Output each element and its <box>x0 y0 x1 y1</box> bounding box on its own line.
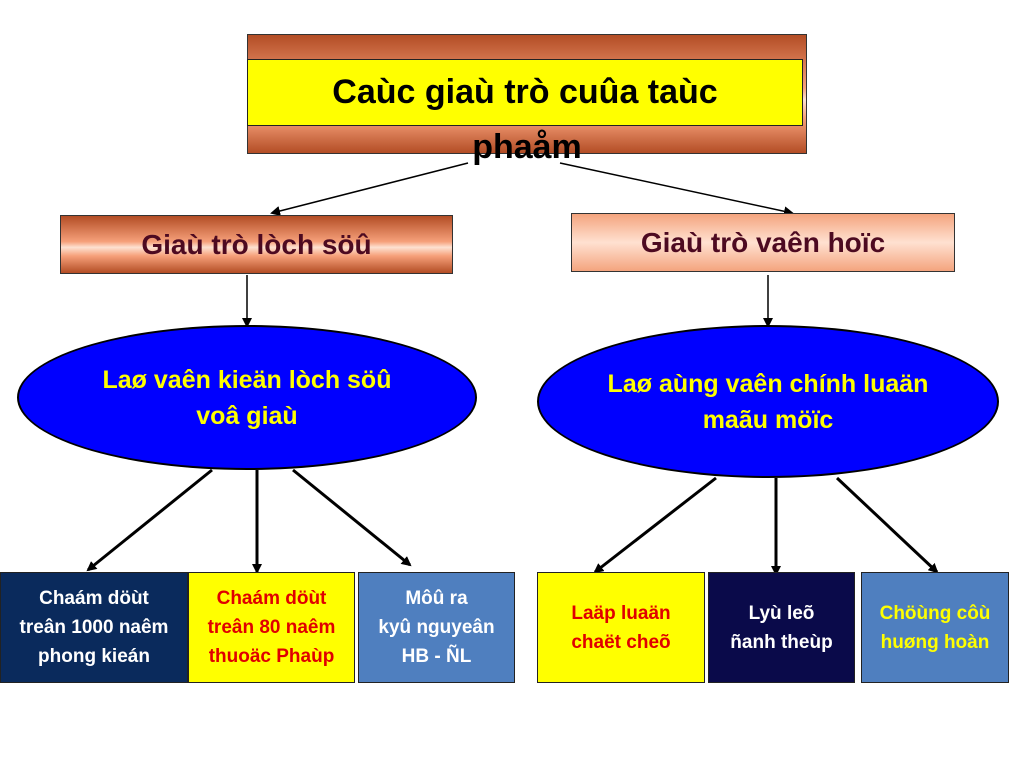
left-header-label: Giaù trò lòch söû <box>141 228 372 260</box>
title-line-2: phaåm <box>472 128 582 166</box>
left-leaf-1-line-3: phong kieán <box>38 646 150 667</box>
left-ellipse-line-2: voâ giaù <box>196 401 298 430</box>
arrow-title-right <box>559 162 794 217</box>
right-ellipse: Laø aùng vaên chính luaän maãu möïc <box>537 325 999 478</box>
right-leaf-2-line-2: ñanh theùp <box>730 631 833 653</box>
right-leaf-1: Laäp luaän chaët cheõ <box>537 572 705 683</box>
right-leaf-3: Chöùng côù huøng hoàn <box>861 572 1009 683</box>
right-ellipse-line-2: maãu möïc <box>702 405 834 434</box>
right-leaf-1-line-1: Laäp luaän <box>571 602 671 624</box>
arrow-right-ellipse-leaf3 <box>835 476 939 574</box>
right-leaf-2: Lyù leõ ñanh theùp <box>708 572 855 683</box>
right-leaf-3-line-1: Chöùng côù <box>879 602 991 624</box>
left-leaf-2-line-2: treân 80 naêm <box>207 617 336 638</box>
left-leaf-3: Môû ra kyû nguyeân HB - ÑL <box>358 572 515 683</box>
arrow-left-ellipse-leaf1 <box>86 468 213 572</box>
left-leaf-2: Chaám döùt treân 80 naêm thuoäc Phaùp <box>188 572 355 683</box>
left-leaf-1-line-2: treân 1000 naêm <box>19 617 169 638</box>
left-ellipse-line-1: Laø vaên kieän lòch söû <box>102 365 392 394</box>
left-leaf-2-line-1: Chaám döùt <box>216 588 327 609</box>
right-header: Giaù trò vaên hoïc <box>571 213 955 272</box>
left-leaf-3-line-2: kyû nguyeân <box>378 617 495 638</box>
right-leaf-1-line-2: chaët cheõ <box>571 631 671 653</box>
left-leaf-1: Chaám döùt treân 1000 naêm phong kieán <box>0 572 188 683</box>
left-leaf-1-line-1: Chaám döùt <box>39 588 149 609</box>
left-leaf-3-line-3: HB - ÑL <box>401 646 472 667</box>
arrow-left-ellipse-leaf3 <box>292 468 412 567</box>
arrow-right-ellipse-leaf1 <box>593 476 717 574</box>
left-header: Giaù trò lòch söû <box>60 215 453 274</box>
title-banner: Caùc giaù trò cuûa taùc <box>247 59 803 126</box>
title-line-1: Caùc giaù trò cuûa taùc <box>332 73 718 111</box>
right-leaf-3-line-2: huøng hoàn <box>880 631 990 653</box>
right-ellipse-line-1: Laø aùng vaên chính luaän <box>607 369 929 398</box>
left-leaf-2-line-3: thuoäc Phaùp <box>208 646 335 667</box>
left-leaf-3-line-1: Môû ra <box>405 588 468 609</box>
right-leaf-2-line-1: Lyù leõ <box>748 602 815 624</box>
arrow-title-left <box>270 162 469 216</box>
left-ellipse: Laø vaên kieän lòch söû voâ giaù <box>17 325 477 470</box>
right-header-label: Giaù trò vaên hoïc <box>640 226 886 258</box>
